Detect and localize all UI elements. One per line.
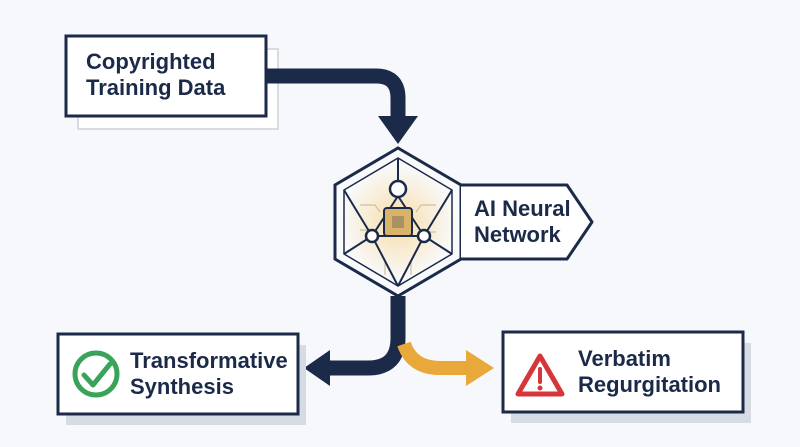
branch-to-transformative — [326, 296, 406, 376]
network-label-tag — [461, 183, 594, 261]
branch-arrows — [304, 296, 494, 386]
input-node-line1: Copyrighted — [86, 49, 216, 74]
regurgitation-node-line2: Regurgitation — [578, 372, 721, 397]
input-to-network-arrow — [266, 68, 418, 144]
warning-triangle-icon — [515, 353, 565, 397]
check-circle-icon — [72, 350, 120, 398]
regurgitation-node-label: Verbatim Regurgitation — [578, 346, 721, 398]
transformative-node — [56, 332, 306, 425]
transformative-node-label: Transformative Synthesis — [130, 348, 288, 400]
input-node-line2: Training Data — [86, 75, 226, 100]
regurgitation-node-line1: Verbatim — [578, 346, 671, 371]
branch-to-regurgitation — [397, 341, 468, 375]
neural-network-node — [333, 146, 463, 298]
chip-icon — [383, 207, 413, 237]
transformative-node-line1: Transformative — [130, 348, 288, 373]
network-node-label: AI Neural Network — [474, 196, 571, 248]
regurgitation-node — [501, 330, 751, 423]
network-node-line2: Network — [474, 222, 561, 247]
input-node-label: Copyrighted Training Data — [86, 49, 225, 101]
network-node-line1: AI Neural — [474, 196, 571, 221]
transformative-node-line2: Synthesis — [130, 374, 234, 399]
input-node — [64, 34, 279, 130]
